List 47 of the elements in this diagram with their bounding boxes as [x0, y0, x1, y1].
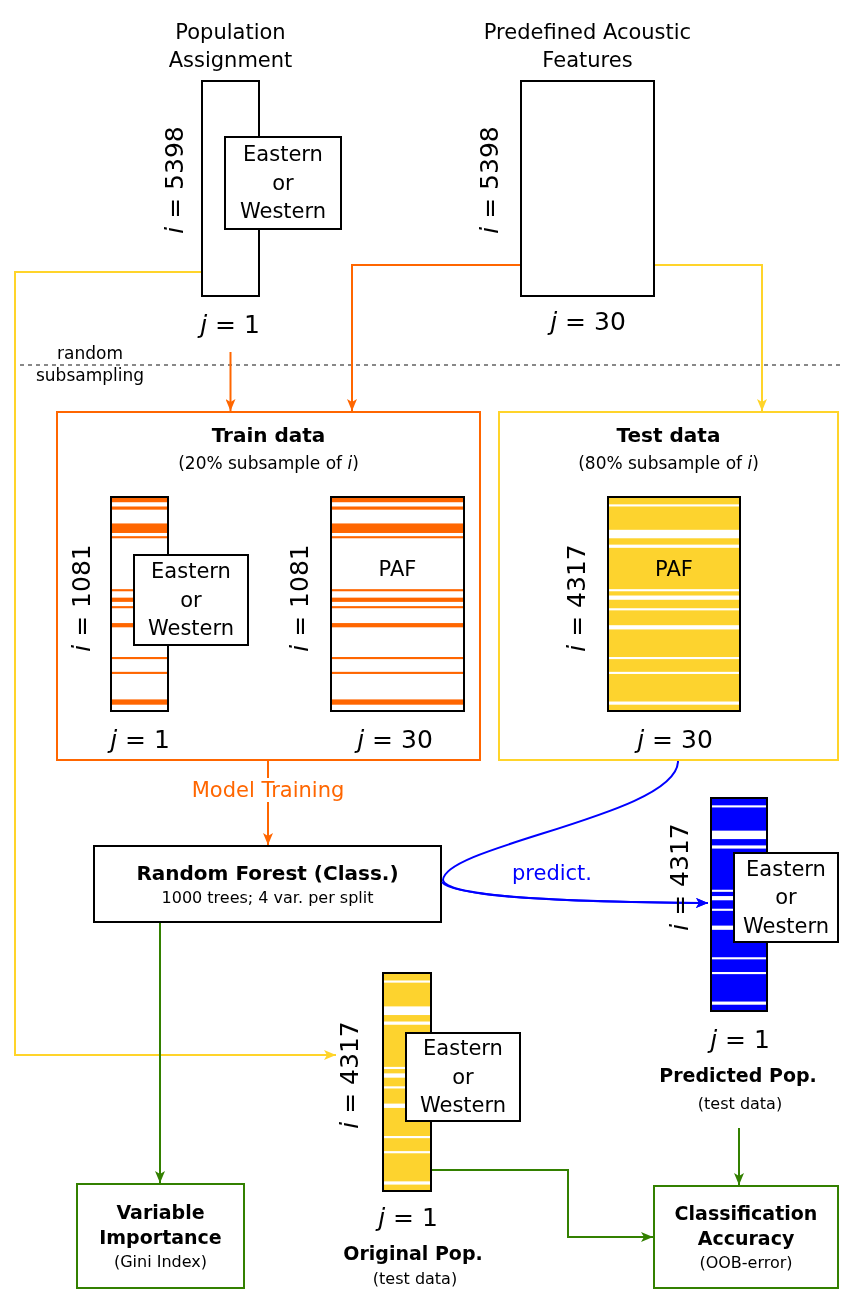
arrow [14, 271, 337, 1060]
result-subtitle: (test data) [697, 1095, 783, 1113]
dimension-label: i = 5398 [476, 126, 504, 234]
note-text: random subsampling [34, 342, 146, 387]
matrix-heading: Population Assignment [167, 19, 294, 74]
arrow [347, 264, 521, 412]
box-subtitle: (OOB-error) [699, 1251, 793, 1274]
result-box [653, 1185, 839, 1289]
arrow [654, 264, 767, 412]
panel-title: Train data [211, 423, 326, 447]
arrow [734, 1127, 744, 1186]
data-panel [498, 411, 839, 761]
arrow [225, 351, 236, 412]
panel-subtitle: (80% subsample of i) [578, 453, 759, 473]
arrow [441, 881, 709, 908]
panel-title: Test data [616, 423, 721, 447]
box-title: Variable Importance [98, 1199, 223, 1251]
class-label: Eastern or Western [741, 856, 831, 940]
matrix-heading: Predefined Acoustic Features [482, 19, 693, 74]
data-panel [56, 411, 481, 761]
class-label: PAF [655, 555, 693, 583]
class-label: Eastern or Western [146, 558, 236, 643]
class-label: Eastern or Western [238, 141, 328, 226]
dimension-label: i = 4317 [563, 544, 591, 652]
arrow [431, 1169, 654, 1242]
label-box [133, 554, 249, 646]
process-box [93, 845, 442, 923]
label-box [405, 1032, 521, 1122]
box-title: Classification Accuracy [673, 1200, 819, 1252]
box-title: Random Forest (Class.) [136, 859, 399, 887]
dimension-label: i = 4317 [666, 823, 694, 931]
result-title: Original Pop. [343, 1242, 483, 1264]
result-title: Predicted Pop. [659, 1064, 817, 1086]
panel-subtitle: (20% subsample of i) [178, 453, 359, 473]
class-label: PAF [378, 555, 417, 583]
dimension-label: i = 1081 [286, 544, 314, 652]
label-box [224, 136, 342, 230]
box-subtitle: 1000 trees; 4 var. per split [161, 886, 374, 909]
dimension-label: i = 1081 [68, 544, 96, 652]
result-box [76, 1183, 245, 1289]
dimension-label: i = 5398 [161, 126, 189, 234]
class-label: Eastern or Western [418, 1035, 508, 1120]
dimension-label: i = 4317 [336, 1021, 364, 1129]
arrow [155, 922, 165, 1184]
box-subtitle: (Gini Index) [113, 1250, 207, 1273]
result-subtitle: (test data) [372, 1270, 458, 1288]
label-box [733, 852, 839, 943]
